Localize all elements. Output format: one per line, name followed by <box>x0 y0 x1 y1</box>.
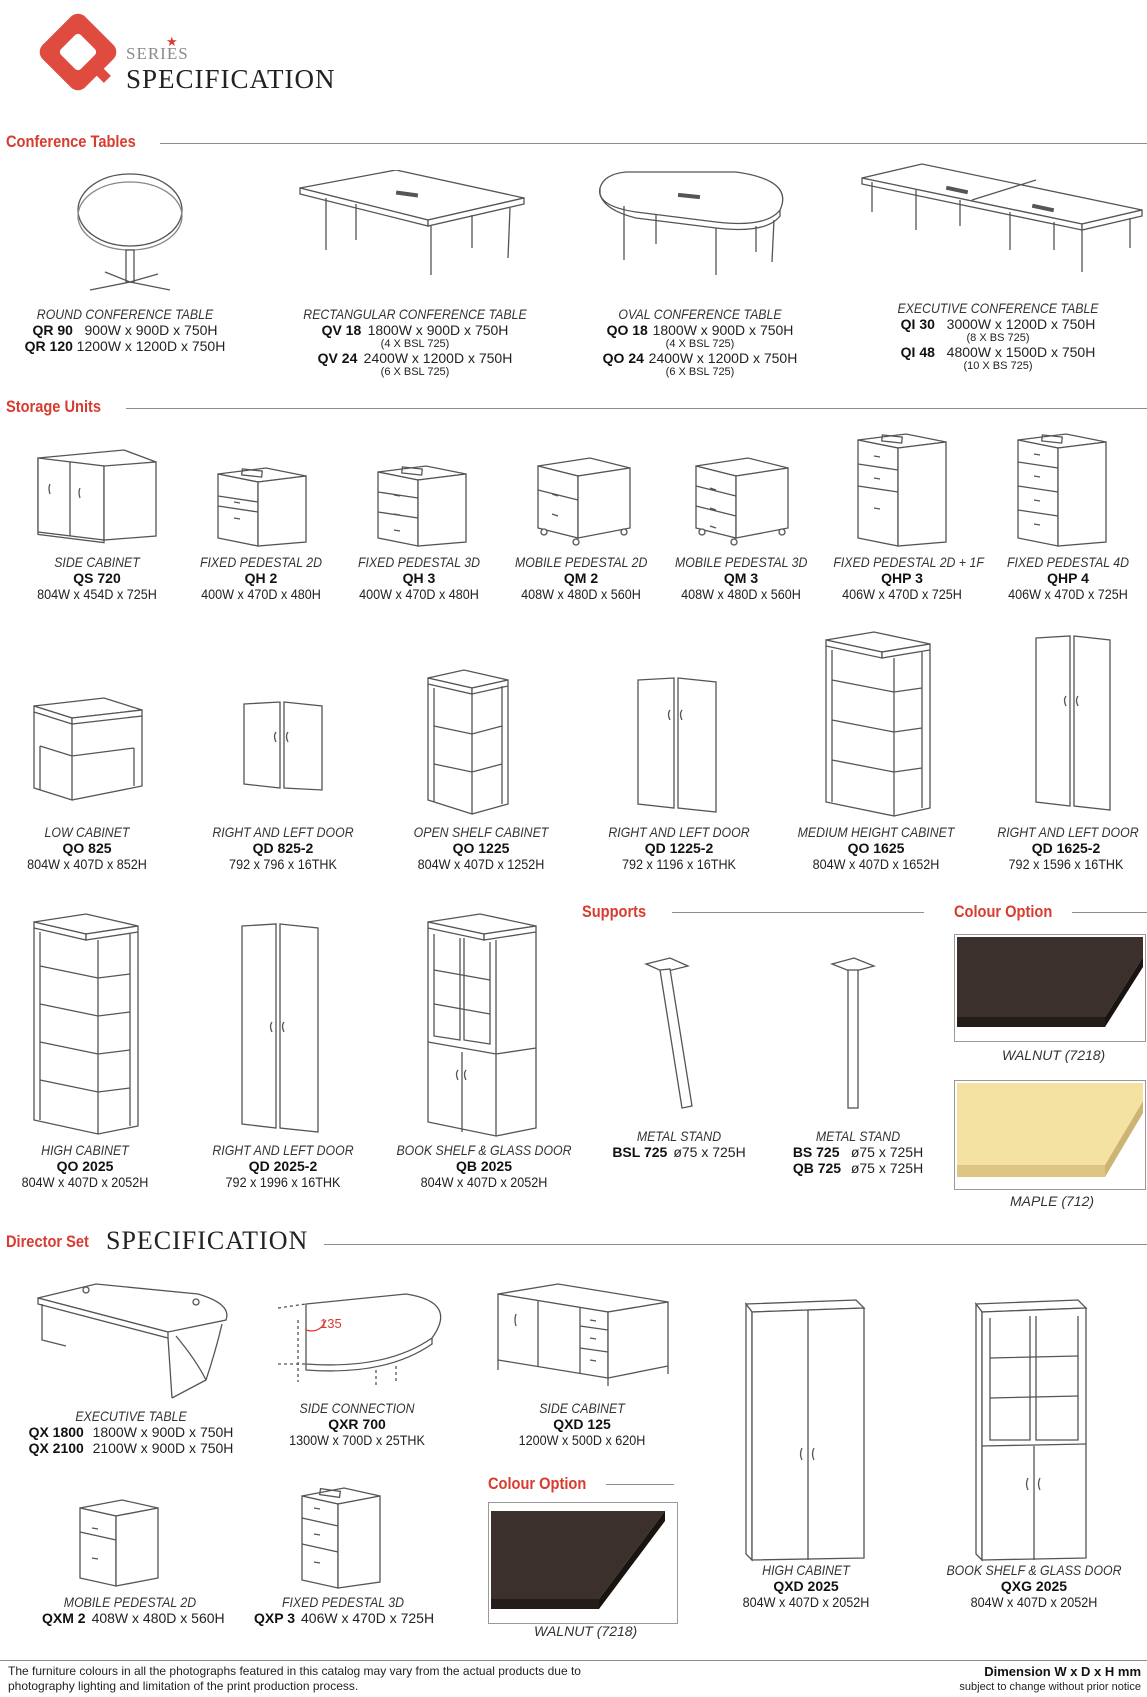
fixed-pedestal-2d-image <box>217 467 307 547</box>
director-walnut-fill <box>491 1511 665 1599</box>
director-book-shelf-image <box>974 1299 1088 1562</box>
swatch-walnut <box>954 934 1146 1042</box>
swatch-maple <box>954 1080 1146 1190</box>
high-cabinet-image <box>33 913 139 1135</box>
mobile-pedestal-3d-image <box>695 457 789 546</box>
medium-height-cabinet-image <box>825 631 931 817</box>
director-high-cabinet-image <box>744 1299 866 1562</box>
section-rule <box>324 1244 1147 1245</box>
fixed-pedestal-4d-image <box>1017 433 1107 547</box>
round-table-image <box>77 173 183 291</box>
section-title-colour-option: Colour Option <box>954 902 1053 921</box>
footer-disclaimer-line-1: The furniture colours in all the photogr… <box>8 1664 581 1678</box>
door-pair-2025-image <box>241 923 319 1133</box>
angle-annotation: 135 <box>320 1316 342 1331</box>
open-shelf-cabinet-image <box>427 669 509 815</box>
footer-disclaimer-line-2: photography lighting and limitation of t… <box>8 1679 359 1693</box>
footer-dimension: Dimension W x D x H mm <box>984 1664 1141 1679</box>
side-cabinet-image <box>37 449 157 544</box>
director-mobile-pedestal-image <box>79 1499 159 1587</box>
walnut-swatch-fill <box>957 937 1143 1017</box>
q-logo-icon <box>39 13 117 91</box>
section-title-director-colour: Colour Option <box>488 1474 587 1493</box>
mobile-pedestal-2d-image <box>537 457 631 546</box>
director-heading: SPECIFICATION <box>106 1226 309 1255</box>
door-pair-825-image <box>243 701 323 791</box>
section-title-director: Director Set <box>6 1232 89 1251</box>
section-rule <box>606 1484 674 1485</box>
director-side-cabinet-image <box>497 1283 669 1386</box>
footer-notice: subject to change without prior notice <box>959 1681 1141 1693</box>
section-rule <box>1072 912 1147 913</box>
fixed-pedestal-2d-1f-image <box>857 433 947 547</box>
oval-table-image <box>599 171 784 275</box>
section-rule <box>672 912 924 913</box>
metal-stand-bs-image <box>829 957 877 1109</box>
rectangular-table-image <box>299 170 525 275</box>
door-pair-1625-image <box>1035 635 1111 811</box>
star-icon: ★ <box>166 34 178 49</box>
executive-table-image <box>37 1283 228 1399</box>
page-title: SPECIFICATION <box>126 64 336 94</box>
director-swatch-walnut <box>488 1502 678 1624</box>
fixed-pedestal-3d-image <box>377 465 467 547</box>
brand-logo <box>18 12 128 112</box>
swatch-label-walnut: WALNUT (7218) <box>1002 1047 1106 1063</box>
side-connection-image <box>277 1293 442 1386</box>
series-label: SERIES <box>126 44 189 63</box>
executive-conference-table-image <box>861 163 1143 272</box>
book-shelf-glass-door-image <box>427 913 537 1137</box>
low-cabinet-image <box>33 697 143 801</box>
director-swatch-label: WALNUT (7218) <box>534 1623 638 1639</box>
footer-rule <box>0 1660 1147 1661</box>
door-pair-1225-image <box>637 677 717 813</box>
metal-stand-bsl-image <box>644 957 693 1109</box>
swatch-label-maple: MAPLE (712) <box>1010 1193 1095 1209</box>
section-title-storage: Storage Units <box>6 397 102 416</box>
director-fixed-pedestal-image <box>301 1487 381 1589</box>
maple-swatch-fill <box>957 1083 1143 1165</box>
section-rule <box>126 408 1147 409</box>
section-rule <box>160 143 1147 144</box>
section-title-supports: Supports <box>582 902 647 921</box>
section-title-conference: Conference Tables <box>6 132 136 151</box>
footer-disclaimer: The furniture colours in all the photogr… <box>8 1664 581 1694</box>
